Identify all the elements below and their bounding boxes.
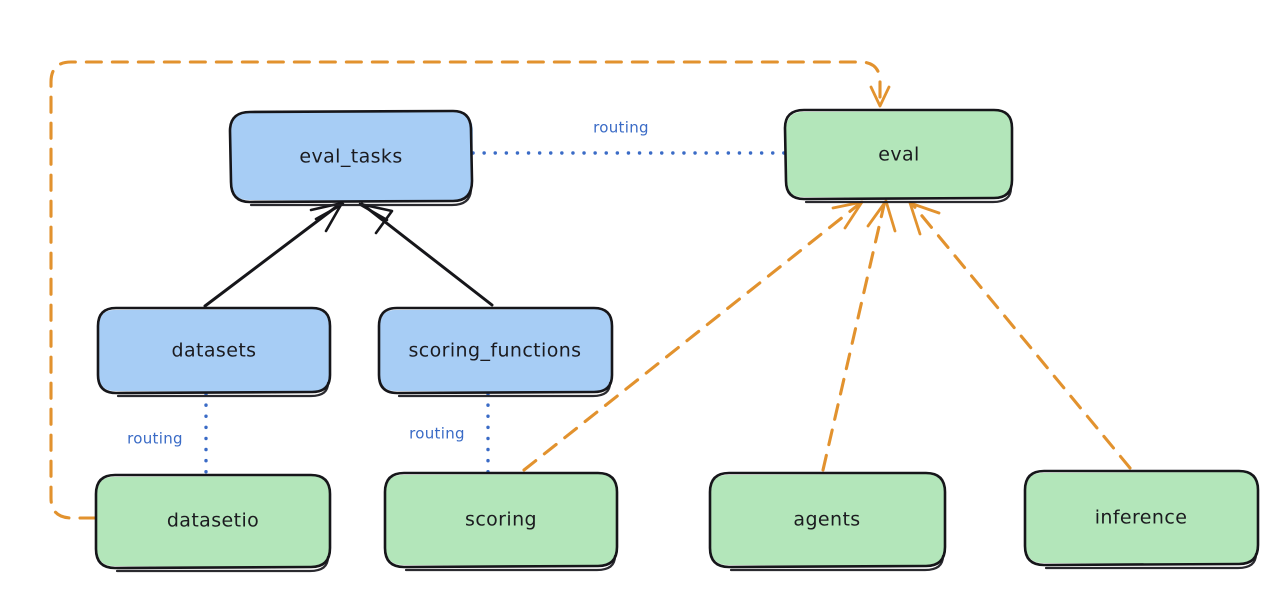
node-scoring_functions-fill: [380, 309, 611, 392]
node-eval-label: eval: [878, 144, 919, 166]
node-eval_tasks-border: [228, 109, 474, 204]
edge-group-inherit: [203, 201, 494, 308]
edge-inference-to-eval: [908, 201, 1132, 470]
node-datasetio-label: datasetio: [167, 510, 259, 532]
node-eval_tasks-fill: [231, 112, 473, 201]
node-scoring-border: [383, 471, 619, 569]
node-inference[interactable]: inference: [1023, 469, 1260, 570]
node-inference-label: inference: [1095, 507, 1188, 529]
node-datasetio[interactable]: datasetio: [94, 473, 332, 573]
edge-group-routing: [204, 151, 786, 475]
edge-label-routing-top: routing: [593, 119, 649, 137]
node-datasets-label: datasets: [172, 340, 257, 362]
node-agents-fill: [711, 474, 944, 566]
node-eval_tasks-label: eval_tasks: [299, 146, 402, 168]
node-datasets-fill: [99, 309, 329, 392]
edge-agents-to-eval: [821, 199, 897, 472]
node-eval-fill: [786, 111, 1012, 198]
node-agents-border: [708, 471, 947, 569]
node-inference-fill: [1026, 472, 1257, 564]
node-scoring-label: scoring: [465, 509, 537, 531]
node-scoring[interactable]: scoring: [383, 471, 619, 572]
node-scoring-fill: [386, 474, 616, 566]
edge-label-routing-left: routing: [127, 430, 183, 448]
edge-datasetio-to-eval: [49, 60, 891, 520]
node-eval-border: [783, 108, 1014, 201]
node-inference-border: [1023, 469, 1260, 567]
node-datasetio-fill: [97, 476, 329, 567]
node-datasets[interactable]: datasets: [96, 306, 332, 398]
edge-label-routing-middle: routing: [409, 425, 465, 443]
node-scoring_functions-border: [377, 306, 614, 395]
node-agents-label: agents: [793, 509, 860, 531]
node-agents[interactable]: agents: [708, 471, 947, 572]
node-eval_tasks[interactable]: eval_tasks: [228, 109, 474, 207]
edge-scoring_functions-to-eval_tasks: [358, 202, 494, 307]
node-scoring_functions-label: scoring_functions: [409, 340, 582, 362]
node-datasetio-border: [94, 473, 332, 570]
node-datasets-border: [96, 306, 332, 395]
node-scoring_functions[interactable]: scoring_functions: [377, 306, 614, 398]
edge-datasets-to-eval_tasks: [203, 201, 345, 308]
node-eval[interactable]: eval: [783, 108, 1014, 204]
